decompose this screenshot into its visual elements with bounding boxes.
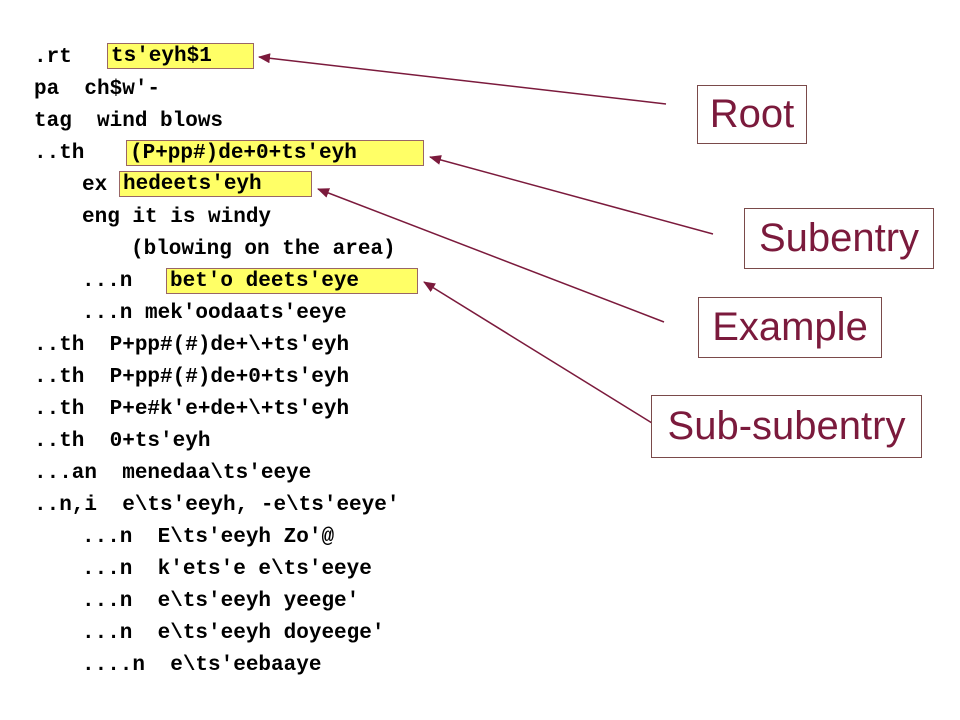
root-highlight: ts'eyh$1 xyxy=(107,43,254,69)
code-line-18: ...n e\ts'eeyh yeege' xyxy=(82,590,360,613)
code-line-4: ..th xyxy=(34,142,85,165)
example-arrow xyxy=(317,188,665,323)
code-line-9: ...n mek'oodaats'eeye xyxy=(82,302,347,325)
code-line-14: ...an menedaa\ts'eeye xyxy=(34,462,312,485)
subsubentry-label: Sub-subentry xyxy=(651,395,922,458)
code-line-7: (blowing on the area) xyxy=(131,238,396,261)
code-line-3: tag wind blows xyxy=(34,110,224,133)
code-line-2: pa ch$w'- xyxy=(34,78,161,101)
code-line-15: ..n,i e\ts'eeyh, -e\ts'eeye' xyxy=(34,494,400,517)
subentry-arrow xyxy=(429,155,714,235)
subentry-label: Subentry xyxy=(744,208,934,269)
root-arrow xyxy=(258,53,667,105)
example-label: Example xyxy=(698,297,882,358)
subsubentry-arrow xyxy=(423,281,653,424)
code-line-16: ...n E\ts'eeyh Zo'@ xyxy=(82,526,335,549)
code-line-17: ...n k'ets'e e\ts'eeye xyxy=(82,558,372,581)
code-line-11: ..th P+pp#(#)de+0+ts'eyh xyxy=(34,366,350,389)
subsubentry-highlight: bet'o deets'eye xyxy=(166,268,418,294)
code-line-1: .rt xyxy=(34,46,72,69)
code-line-6: eng it is windy xyxy=(82,206,272,229)
code-line-5: ex xyxy=(82,174,108,197)
code-line-10: ..th P+pp#(#)de+\+ts'eyh xyxy=(34,334,350,357)
code-line-13: ..th 0+ts'eyh xyxy=(34,430,211,453)
subentry-highlight: (P+pp#)de+0+ts'eyh xyxy=(126,140,424,166)
code-line-12: ..th P+e#k'e+de+\+ts'eyh xyxy=(34,398,350,421)
code-line-8: ...n xyxy=(82,270,133,293)
code-line-19: ...n e\ts'eeyh doyeege' xyxy=(82,622,385,645)
code-line-20: ....n e\ts'eebaaye xyxy=(82,654,322,677)
example-highlight: hedeets'eyh xyxy=(119,171,312,197)
root-label: Root xyxy=(697,85,807,144)
